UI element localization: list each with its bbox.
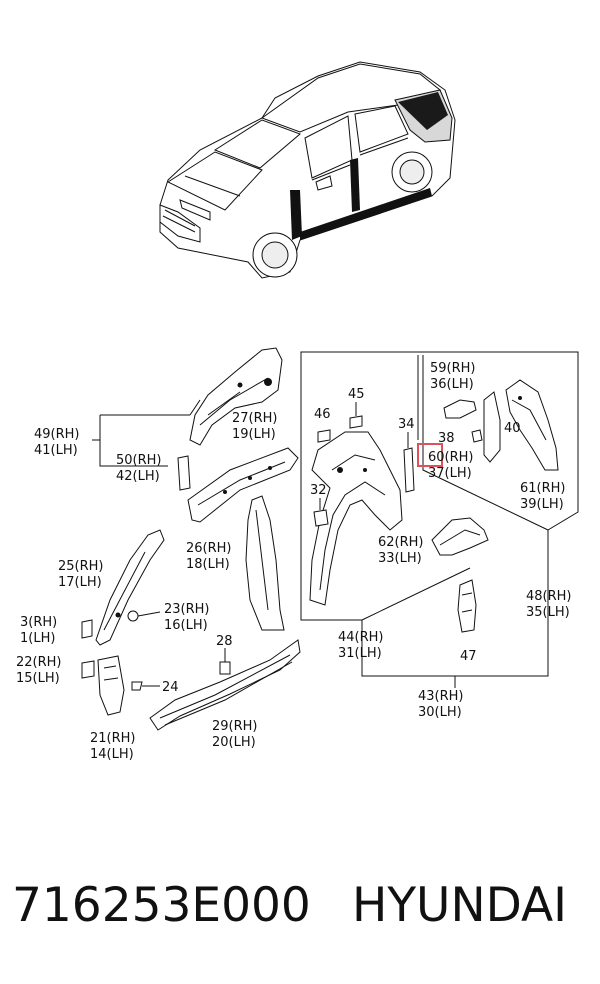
label-31: 31(LH) xyxy=(338,646,382,661)
label-48: 48(RH) xyxy=(526,589,572,604)
label-23: 23(RH) xyxy=(164,602,210,617)
label-50: 50(RH) xyxy=(116,453,162,468)
label-20: 20(LH) xyxy=(212,735,256,750)
label-32: 32 xyxy=(310,483,327,498)
label-27: 27(RH) xyxy=(232,411,278,426)
label-46: 46 xyxy=(314,407,331,422)
label-3: 3(RH) xyxy=(20,615,57,630)
label-17: 17(LH) xyxy=(58,575,102,590)
part-number: 716253E000 xyxy=(12,878,311,933)
label-33: 33(LH) xyxy=(378,551,422,566)
label-60: 60(RH) xyxy=(428,450,474,465)
vehicle-illustration xyxy=(159,61,456,279)
label-26: 26(RH) xyxy=(186,541,232,556)
label-19: 19(LH) xyxy=(232,427,276,442)
label-25: 25(RH) xyxy=(58,559,104,574)
parts-diagram: 59(RH) 36(LH) 45 46 34 40 49(RH) 41(LH) … xyxy=(16,61,579,762)
label-30: 30(LH) xyxy=(418,705,462,720)
label-15: 15(LH) xyxy=(16,671,60,686)
part-footer: 716253E000 HYUNDAI xyxy=(0,878,600,948)
label-38: 38 xyxy=(438,431,455,446)
label-42: 42(LH) xyxy=(116,469,160,484)
label-61: 61(RH) xyxy=(520,481,566,496)
label-41: 41(LH) xyxy=(34,443,78,458)
grouping-lines xyxy=(92,351,579,688)
label-45: 45 xyxy=(348,387,365,402)
label-21: 21(RH) xyxy=(90,731,136,746)
label-44: 44(RH) xyxy=(338,630,384,645)
label-1: 1(LH) xyxy=(20,631,55,646)
brand-name: HYUNDAI xyxy=(352,878,567,933)
label-62: 62(RH) xyxy=(378,535,424,550)
label-24: 24 xyxy=(162,680,179,695)
label-36: 36(LH) xyxy=(430,377,474,392)
label-14: 14(LH) xyxy=(90,747,134,762)
callout-labels: 59(RH) 36(LH) 45 46 34 40 49(RH) 41(LH) … xyxy=(16,361,572,762)
label-16: 16(LH) xyxy=(164,618,208,633)
label-22: 22(RH) xyxy=(16,655,62,670)
part-sketches xyxy=(81,347,559,731)
label-47: 47 xyxy=(460,649,477,664)
label-35: 35(LH) xyxy=(526,605,570,620)
label-39: 39(LH) xyxy=(520,497,564,512)
label-49: 49(RH) xyxy=(34,427,80,442)
label-59: 59(RH) xyxy=(430,361,476,376)
label-37: 37(LH) xyxy=(428,466,472,481)
label-18: 18(LH) xyxy=(186,557,230,572)
label-40: 40 xyxy=(504,421,521,436)
label-43: 43(RH) xyxy=(418,689,464,704)
label-28: 28 xyxy=(216,634,233,649)
label-29: 29(RH) xyxy=(212,719,258,734)
label-34: 34 xyxy=(398,417,415,432)
